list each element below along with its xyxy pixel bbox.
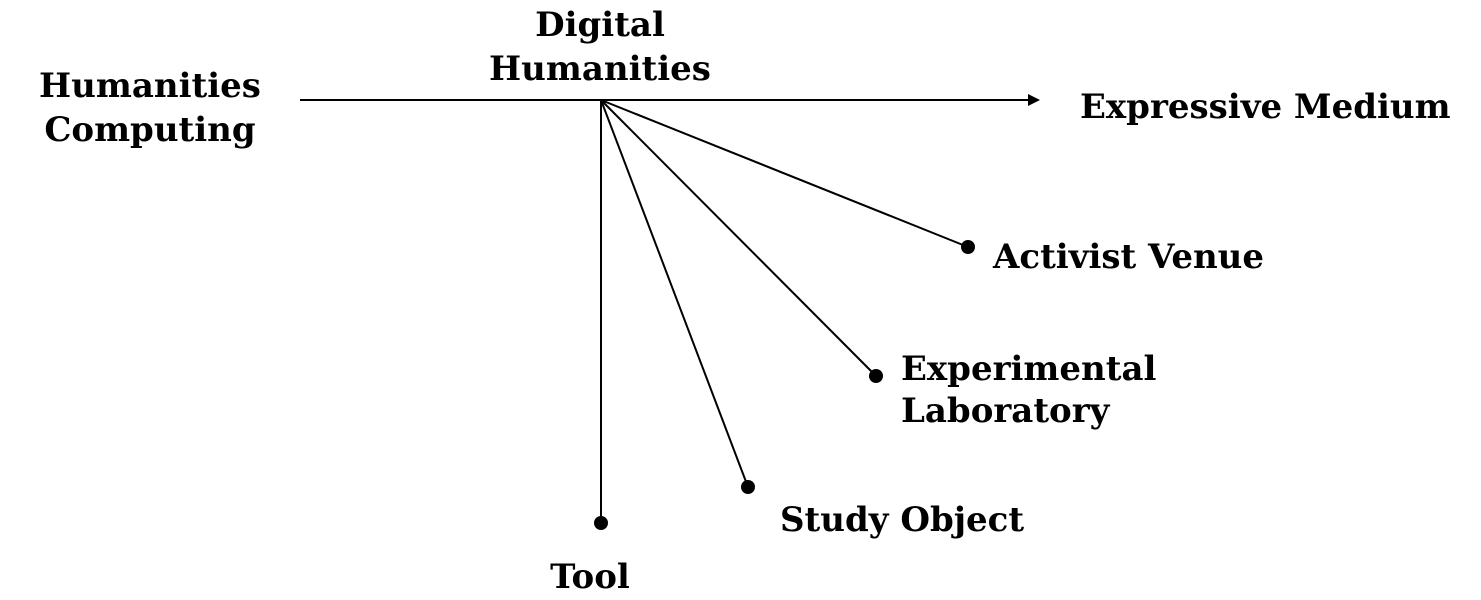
- activist-venue-label: Activist Venue: [992, 237, 1264, 277]
- experimental-dot: [869, 369, 883, 383]
- study-object-label: Study Object: [780, 500, 1024, 540]
- humanities-computing-label-line2: Computing: [44, 110, 255, 150]
- expressive-medium-label: Expressive Medium: [1080, 87, 1451, 127]
- tool-label: Tool: [550, 557, 630, 597]
- branch-line-study: [600, 99, 749, 488]
- study-dot: [741, 480, 755, 494]
- humanities-computing-label-line1: Humanities: [39, 66, 261, 106]
- branch-line-activist: [600, 99, 969, 248]
- branch-line-experimental: [600, 99, 877, 377]
- tool-dot: [594, 516, 608, 530]
- digital-humanities-label-line1: Digital: [535, 5, 665, 45]
- experimental-laboratory-label-line1: Experimental: [901, 349, 1156, 389]
- activist-dot: [961, 240, 975, 254]
- digital-humanities-label-line2: Humanities: [489, 49, 711, 89]
- experimental-laboratory-label-line2: Laboratory: [901, 391, 1111, 431]
